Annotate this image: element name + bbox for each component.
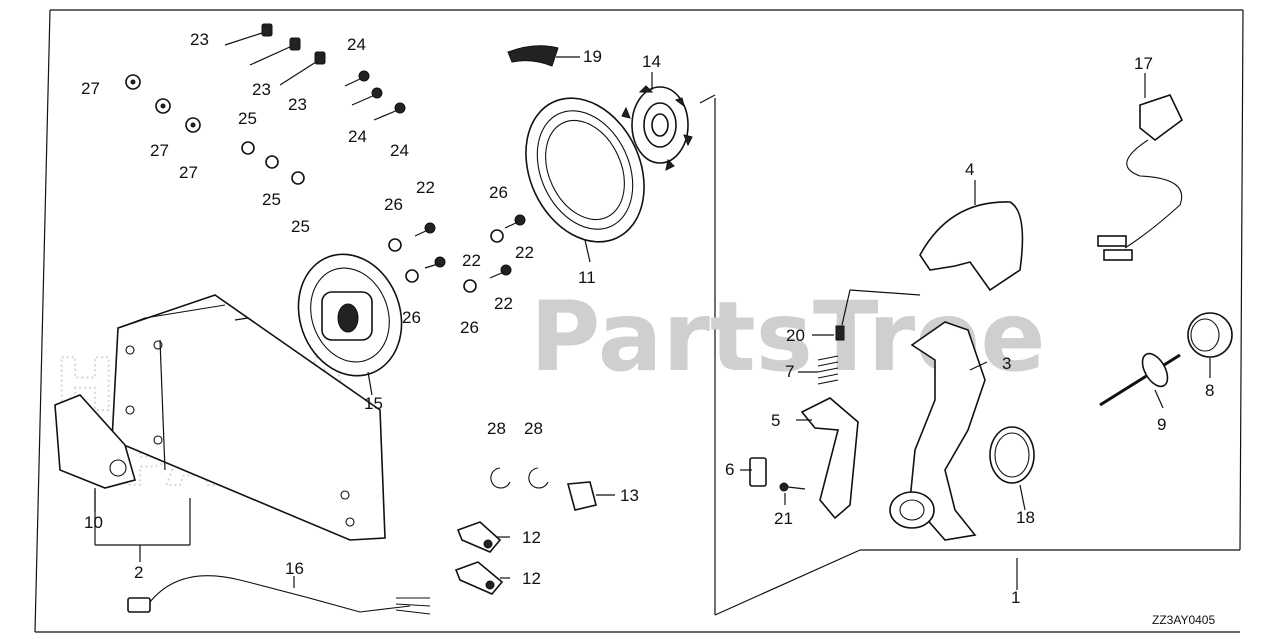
part-18-o-ring <box>989 426 1035 484</box>
part-24-screws <box>344 70 406 121</box>
part-14-ratchet-gear <box>621 85 693 171</box>
callout-9: 9 <box>1157 415 1166 434</box>
diagram-frame <box>34 9 1244 633</box>
callout-14: 14 <box>642 52 661 71</box>
part-12-clamp-lower <box>454 561 504 595</box>
callout-18: 18 <box>1016 508 1035 527</box>
part-7-spring <box>817 355 839 385</box>
callout-19: 19 <box>583 47 602 66</box>
callout-27-b: 27 <box>150 141 169 160</box>
callout-24-a: 24 <box>347 35 366 54</box>
part-22-bolts <box>414 214 526 279</box>
callout-24-c: 24 <box>390 141 409 160</box>
callout-25-a: 25 <box>238 109 257 128</box>
part-13-clip <box>566 481 597 511</box>
callout-labels: 1 2 3 4 5 6 7 8 9 10 11 12 12 13 14 15 1… <box>81 30 1214 607</box>
callout-22-d: 22 <box>494 294 513 313</box>
callout-6: 6 <box>725 460 734 479</box>
callout-23-b: 23 <box>252 80 271 99</box>
callout-21: 21 <box>774 509 793 528</box>
callout-25-c: 25 <box>291 217 310 236</box>
callout-10: 10 <box>84 513 103 532</box>
part-20-screw <box>835 325 845 341</box>
callout-25-b: 25 <box>262 190 281 209</box>
leader-lines <box>94 56 1211 590</box>
callout-28-a: 28 <box>487 419 506 438</box>
callout-22-a: 22 <box>416 178 435 197</box>
part-6-pin <box>749 457 767 487</box>
callout-5: 5 <box>771 411 780 430</box>
callout-1: 1 <box>1011 588 1020 607</box>
callout-26-a: 26 <box>384 195 403 214</box>
part-27-washers <box>125 74 201 133</box>
callout-15: 15 <box>364 394 383 413</box>
part-5-arm <box>800 397 859 520</box>
callout-24-b: 24 <box>348 127 367 146</box>
part-26-collars <box>388 229 504 293</box>
callout-26-c: 26 <box>402 308 421 327</box>
part-4-cover <box>919 201 1024 292</box>
callout-12-lower: 12 <box>522 569 541 588</box>
callout-17: 17 <box>1134 54 1153 73</box>
part-3-lever <box>889 321 986 541</box>
callout-20: 20 <box>786 326 805 345</box>
callout-27-a: 27 <box>81 79 100 98</box>
part-16-wire-harness <box>127 575 431 615</box>
callout-12-upper: 12 <box>522 528 541 547</box>
callout-4: 4 <box>965 160 974 179</box>
callout-22-b: 22 <box>462 251 481 270</box>
part-9-shaft <box>1099 352 1181 407</box>
callout-26-b: 26 <box>489 183 508 202</box>
callout-11: 11 <box>578 268 596 287</box>
part-25-nuts <box>241 141 305 185</box>
callout-2: 2 <box>134 563 143 582</box>
part-12-clamp-upper <box>456 521 502 553</box>
callout-27-c: 27 <box>179 163 198 182</box>
callout-22-c: 22 <box>515 243 534 262</box>
callout-23-a: 23 <box>190 30 209 49</box>
part-10-bracket <box>54 394 136 489</box>
callout-16: 16 <box>285 559 304 578</box>
callout-26-d: 26 <box>460 318 479 337</box>
diagram-code: ZZ3AY0405 <box>1152 613 1215 627</box>
callout-7: 7 <box>785 362 794 381</box>
part-21-screw <box>779 482 806 492</box>
part-8-cap <box>1187 312 1233 358</box>
callout-23-c: 23 <box>288 95 307 114</box>
part-11-reel <box>525 97 645 243</box>
callout-8: 8 <box>1205 381 1214 400</box>
part-23-bolts <box>224 23 326 86</box>
callout-13: 13 <box>620 486 639 505</box>
callout-28-b: 28 <box>524 419 543 438</box>
part-19-label-strip <box>507 45 559 67</box>
part-17-switch <box>1097 94 1184 261</box>
part-28-spring-clips <box>490 467 549 489</box>
callout-3: 3 <box>1002 354 1011 373</box>
part-15-starter-pulley <box>297 253 403 377</box>
